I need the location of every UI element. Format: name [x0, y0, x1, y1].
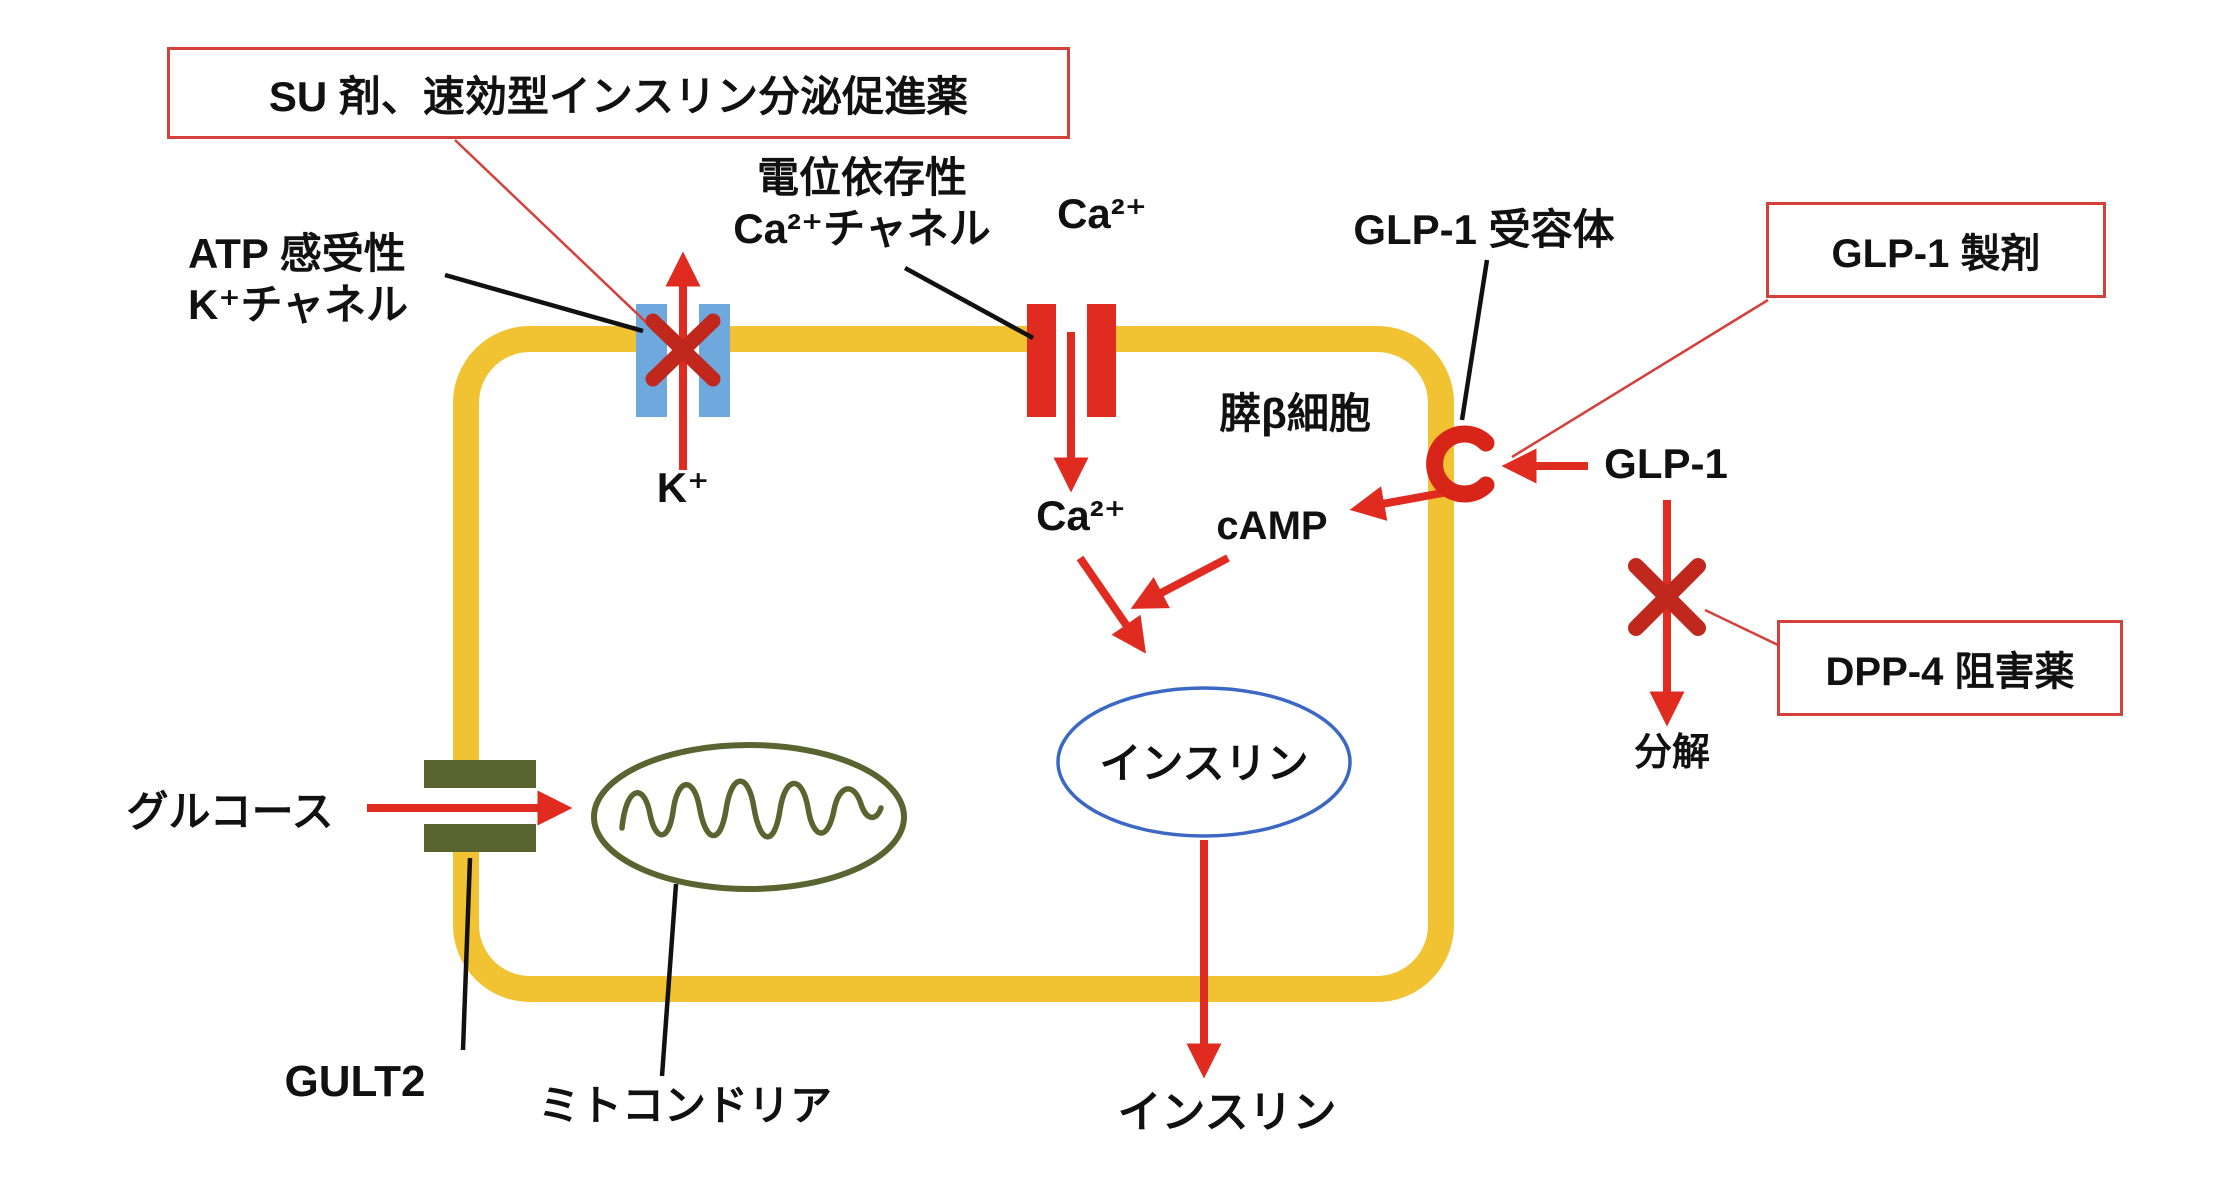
pointer-line-mitochondria [659, 883, 679, 1077]
pointer-line-dpp4 [1704, 608, 1779, 647]
mitochondria-label: ミトコンドリア [537, 1082, 833, 1129]
glucose-label: グルコース [126, 788, 334, 835]
camp-label: cAMP [1216, 504, 1328, 548]
su-drug-box: SU 剤、速効型インスリン分泌促進薬 [167, 47, 1070, 139]
glp1-agent-box: GLP-1 製剤 [1766, 202, 2106, 298]
ca-channel-bar-left [1027, 304, 1056, 417]
blocked-x-dpp4-icon [1628, 558, 1706, 636]
atp-k-channel-label: ATP 感受性 K⁺チャネル [188, 230, 409, 329]
blocked-x-katp-icon [645, 313, 721, 387]
pointer-line-ca-channel [903, 266, 1035, 340]
ca-intracellular-label: Ca²⁺ [1036, 492, 1126, 539]
glut2-label: GULT2 [284, 1057, 426, 1106]
mitochondria-outline [591, 742, 907, 892]
pointer-line-glp1-receptor [1459, 259, 1490, 421]
dpp4-inhibitor-box: DPP-4 阻害薬 [1777, 620, 2123, 716]
glut2-bar-top [424, 760, 536, 788]
mitochondria-cristae [619, 778, 884, 840]
insulin-vesicle-label: インスリン [1099, 740, 1309, 787]
degradation-label: 分解 [1633, 732, 1711, 774]
voltage-ca-channel-label: 電位依存性 Ca²⁺チャネル [733, 154, 991, 253]
insulin-secreted-label: インスリン [1117, 1088, 1337, 1137]
pointer-line-glut2 [460, 857, 473, 1051]
glp1-receptor-shape [1426, 425, 1495, 503]
k-ion-label: K⁺ [656, 464, 710, 511]
arrow-camp-to-vesicle [1130, 554, 1230, 609]
glp1-label: GLP-1 [1604, 440, 1728, 487]
ca-extracellular-label: Ca²⁺ [1057, 190, 1147, 237]
arrow-receptor-to-camp [1349, 486, 1449, 521]
ca-channel-bar-right [1087, 304, 1116, 417]
beta-cell-label: 膵β細胞 [1219, 390, 1371, 437]
pointer-line-glp1-agent [1511, 298, 1769, 459]
pointer-line-su-drug [454, 139, 651, 327]
pointer-line-atp-channel [444, 272, 644, 334]
glut2-bar-bottom [424, 824, 536, 852]
cell-membrane [453, 326, 1454, 1002]
insulin-vesicle-outline [1056, 686, 1352, 838]
arrow-ca-to-vesicle [1076, 555, 1146, 654]
glp1-receptor-label: GLP-1 受容体 [1353, 206, 1615, 253]
